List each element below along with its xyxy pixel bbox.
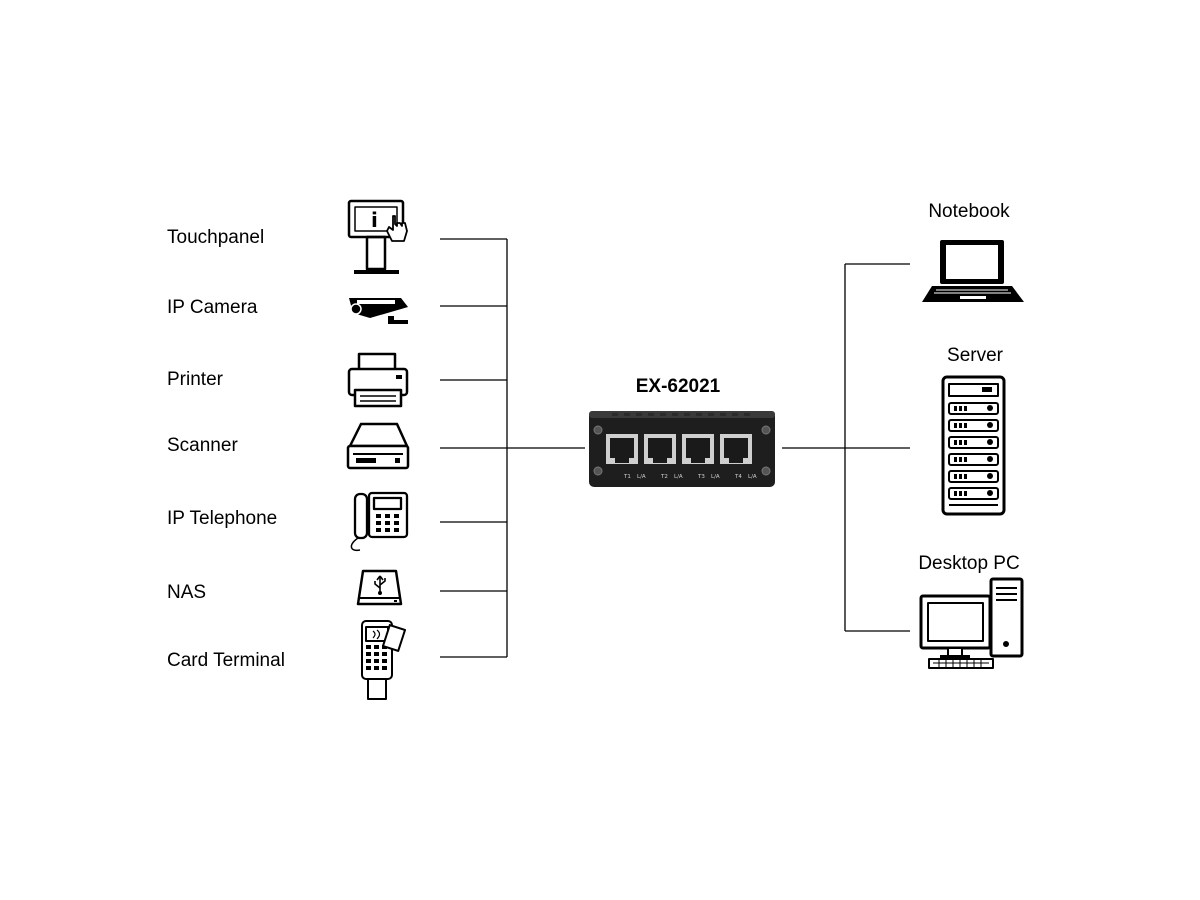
right-connection-lines: [782, 263, 910, 632]
device-model-label: EX-62021: [635, 376, 721, 397]
port-label: T2: [660, 474, 668, 480]
touchpanel-kiosk-icon: i: [347, 199, 408, 274]
label-ip-camera: IP Camera: [167, 297, 258, 318]
label-touchpanel: Touchpanel: [167, 227, 265, 248]
ip-telephone-icon: [350, 491, 409, 552]
scanner-icon: [346, 422, 410, 470]
label-desktop-pc: Desktop PC: [918, 553, 1020, 574]
port-label: L/A: [674, 474, 683, 480]
left-connection-lines: [440, 238, 585, 658]
label-nas: NAS: [167, 582, 207, 603]
card-terminal-icon: [361, 620, 407, 700]
label-printer: Printer: [167, 369, 223, 390]
printer-icon: [347, 352, 409, 408]
label-ip-telephone: IP Telephone: [167, 508, 278, 529]
port-label: T1: [623, 474, 631, 480]
label-scanner: Scanner: [167, 435, 238, 456]
rj45-port-3: [682, 434, 714, 464]
notebook-icon: [922, 240, 1024, 302]
label-notebook: Notebook: [928, 201, 1010, 222]
port-label: T4: [734, 474, 742, 480]
rj45-port-4: [720, 434, 752, 464]
ip-camera-icon: [349, 298, 408, 324]
port-label: T3: [697, 474, 705, 480]
port-label: L/A: [637, 474, 646, 480]
port-label: L/A: [711, 474, 720, 480]
nas-usb-drive-icon: [356, 569, 403, 606]
svg-text:i: i: [371, 208, 378, 232]
port-label: L/A: [748, 474, 757, 480]
label-server: Server: [947, 345, 1003, 366]
rj45-port-1: [606, 434, 638, 464]
desktop-pc-icon: [919, 577, 1024, 669]
rj45-port-2: [644, 434, 676, 464]
server-rack-icon: [941, 375, 1006, 516]
switch-device-image: T1 L/A T2 L/A T3 L/A T4 L/A: [589, 411, 775, 487]
label-card-terminal: Card Terminal: [167, 650, 285, 671]
